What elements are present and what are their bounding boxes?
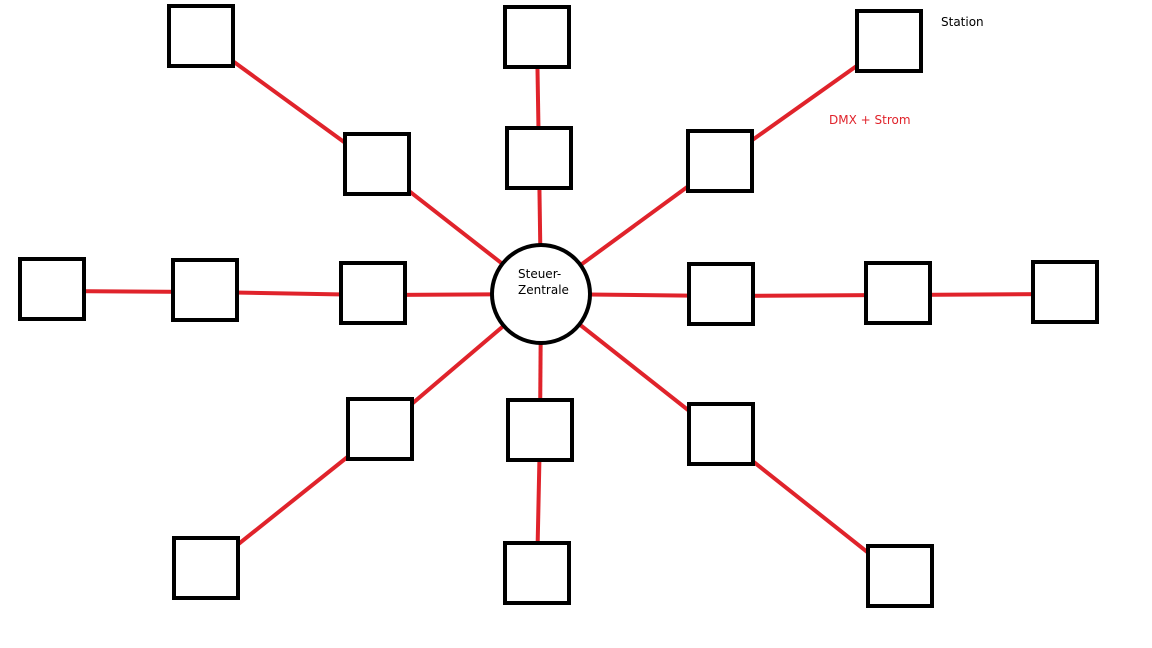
hub-circle bbox=[490, 243, 592, 345]
hub-label-line2: Zentrale bbox=[518, 283, 569, 297]
station-box-w-3 bbox=[18, 257, 86, 321]
station-box-n-2 bbox=[503, 5, 571, 69]
nodes-layer bbox=[18, 4, 1099, 608]
station-box-ne-2 bbox=[855, 9, 923, 73]
station-box-nw-2 bbox=[167, 4, 235, 68]
station-box-w-2 bbox=[171, 258, 239, 322]
station-box-nw-1 bbox=[343, 132, 411, 196]
station-box-se-1 bbox=[687, 402, 755, 466]
hub-label-line1: Steuer- bbox=[518, 267, 562, 281]
station-box-e-1 bbox=[687, 262, 755, 326]
station-box-e-3 bbox=[1031, 260, 1099, 324]
station-box-sw-2 bbox=[172, 536, 240, 600]
station-box-se-2 bbox=[866, 544, 934, 608]
station-box-sw-1 bbox=[346, 397, 414, 461]
legend-station-label: Station bbox=[941, 15, 984, 29]
hub-label: Steuer- Zentrale bbox=[518, 266, 569, 298]
station-box-e-2 bbox=[864, 261, 932, 325]
station-box-n-1 bbox=[505, 126, 573, 190]
station-box-ne-1 bbox=[686, 129, 754, 193]
station-box-w-1 bbox=[339, 261, 407, 325]
legend-link-label: DMX + Strom bbox=[829, 113, 911, 127]
station-box-s-1 bbox=[506, 398, 574, 462]
station-box-s-2 bbox=[503, 541, 571, 605]
